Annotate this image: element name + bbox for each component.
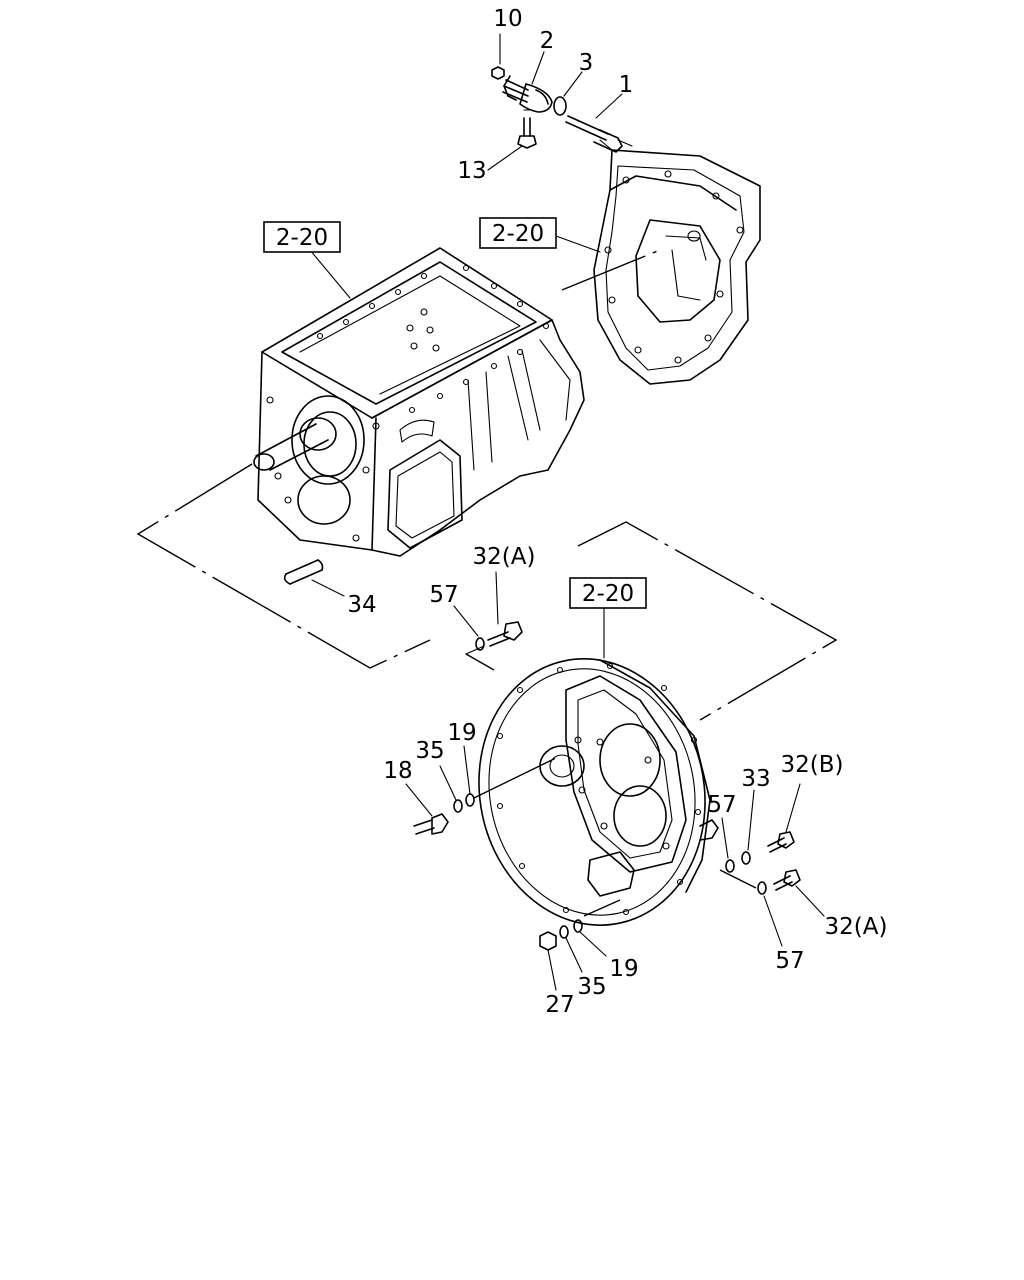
clutch-housing-upper [593, 149, 761, 385]
fasteners [413, 621, 801, 951]
assembly-lines [136, 139, 838, 917]
reference-label: 2-20 [492, 221, 544, 247]
callout-57-right: 57 [707, 792, 736, 818]
callout-18: 18 [383, 758, 412, 784]
reference-box-right: 2-20 [479, 217, 557, 249]
callout-2: 2 [540, 28, 555, 54]
callout-10: 10 [493, 6, 522, 32]
callout-57-top: 57 [429, 582, 458, 608]
callout-34: 34 [347, 592, 376, 618]
callout-32b: 32(B) [781, 752, 844, 778]
callout-32a-top: 32(A) [473, 544, 536, 570]
callout-19-bottom: 19 [609, 956, 638, 982]
callout-35-left: 35 [415, 738, 444, 764]
callout-57-bottom: 57 [775, 948, 804, 974]
callouts: 10 2 3 1 13 34 32(A) 57 18 35 19 33 32(B… [347, 6, 887, 1018]
transmission-case [253, 247, 585, 585]
callout-35-bottom: 35 [577, 974, 606, 1000]
callout-19-left: 19 [447, 720, 476, 746]
reference-box-left: 2-20 [263, 221, 341, 253]
callout-27: 27 [545, 992, 574, 1018]
flywheel-housing [478, 658, 719, 926]
leader-lines [309, 33, 825, 991]
reference-label: 2-20 [582, 581, 634, 607]
callout-3: 3 [579, 50, 594, 76]
sensor-assembly [491, 66, 633, 153]
reference-label: 2-20 [276, 225, 328, 251]
callout-33: 33 [741, 766, 770, 792]
callout-13: 13 [457, 158, 486, 184]
callout-32a-right: 32(A) [825, 914, 888, 940]
reference-box-bottom: 2-20 [569, 577, 647, 609]
callout-1: 1 [619, 72, 634, 98]
